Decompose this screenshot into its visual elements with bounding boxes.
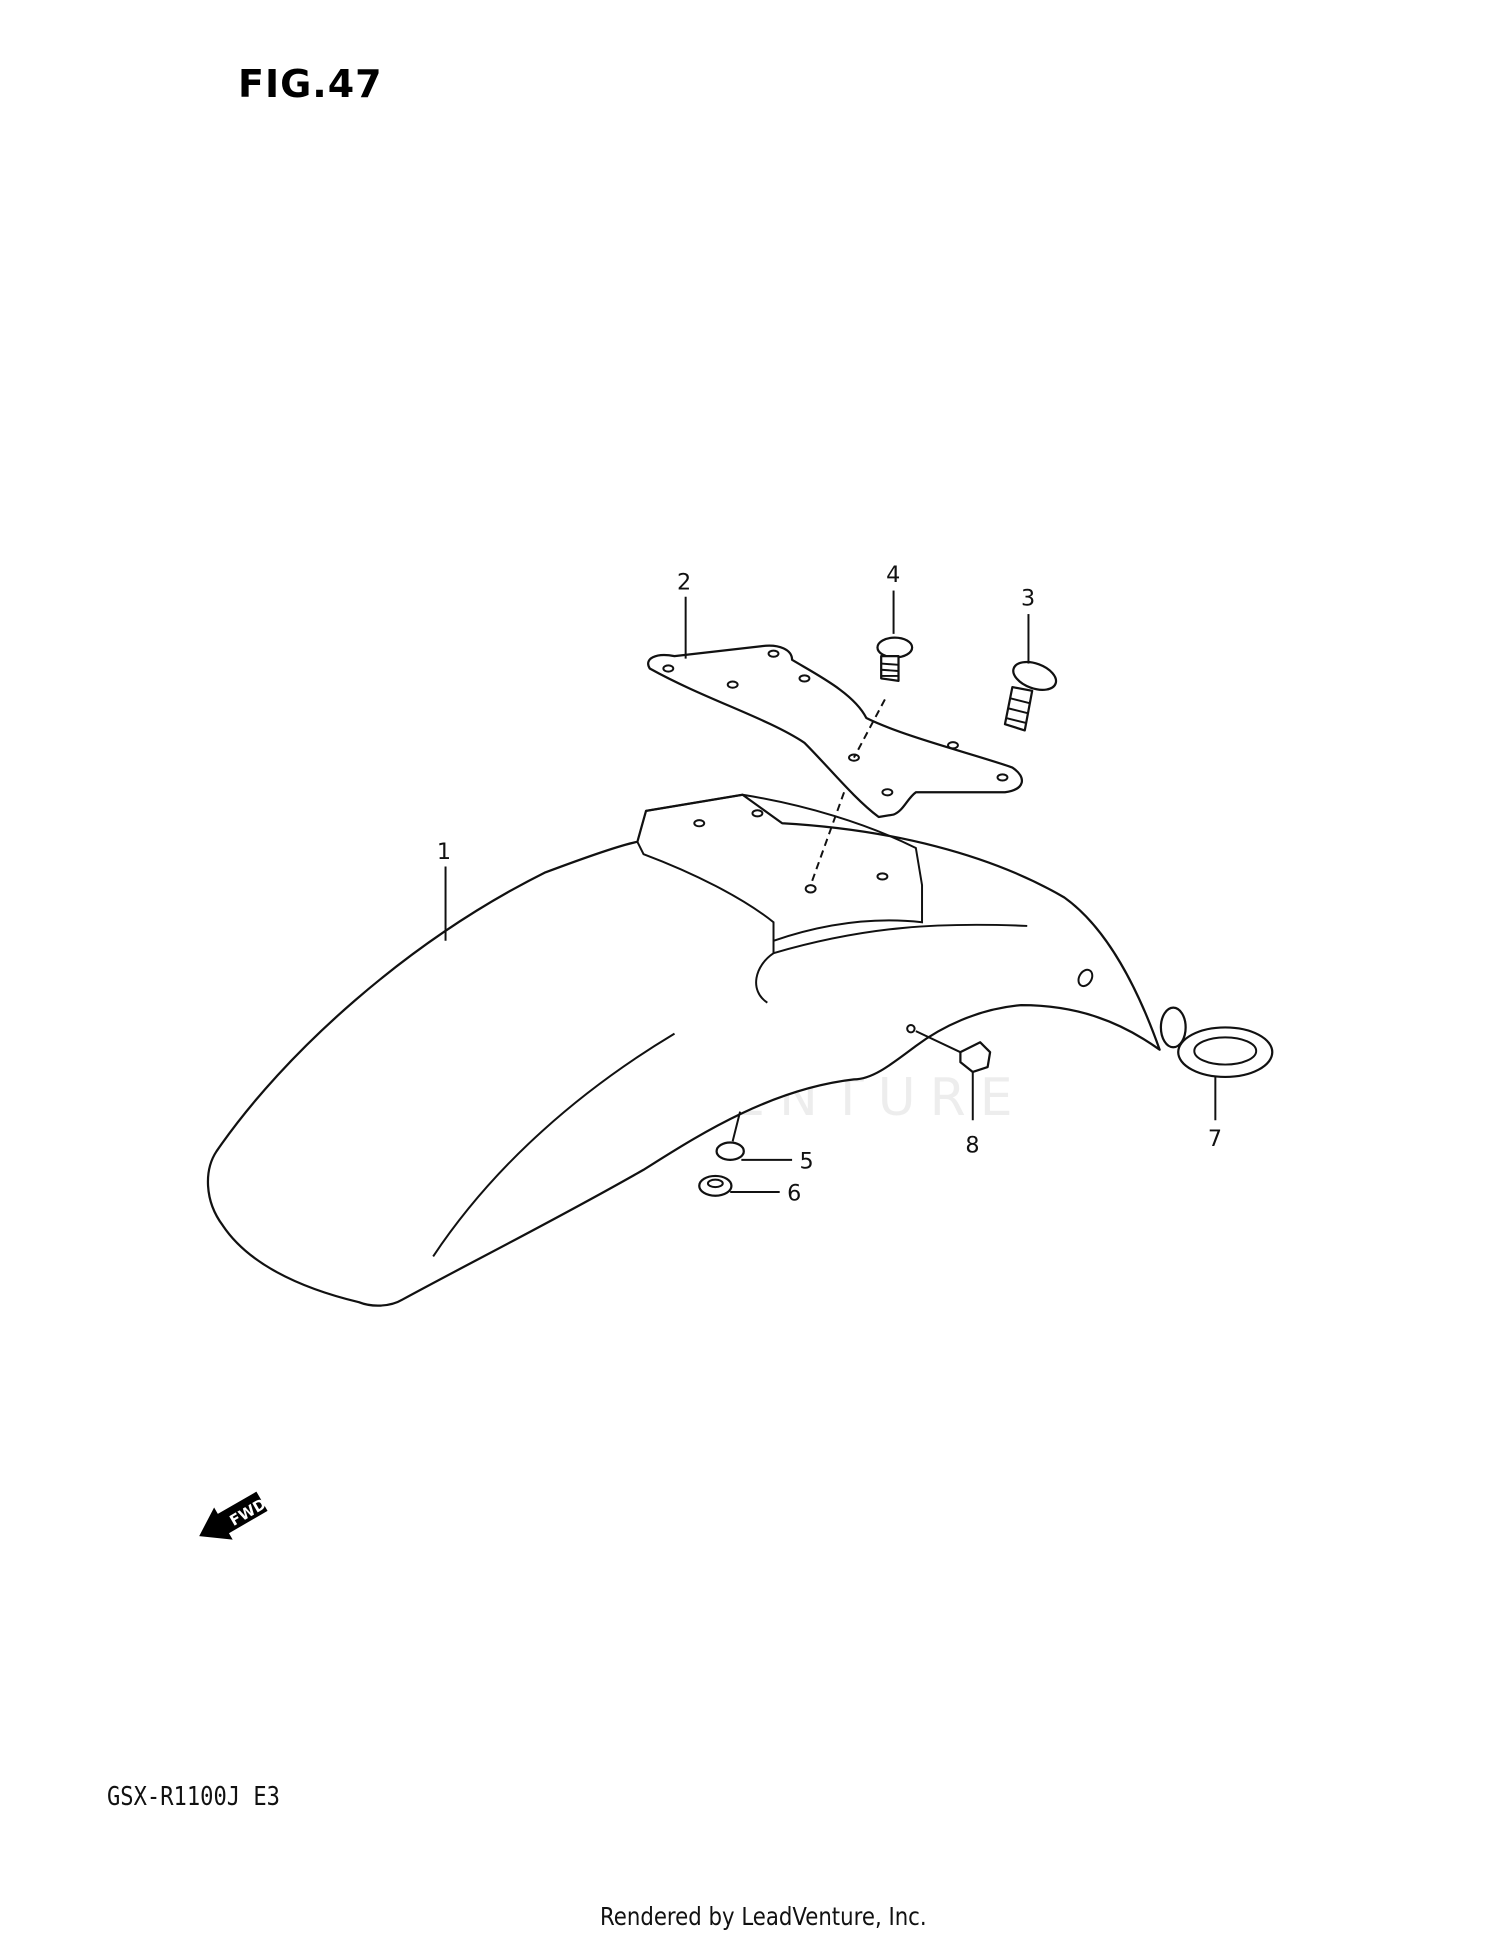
bolt-part-4[interactable] bbox=[876, 636, 914, 683]
bolt-part-3[interactable] bbox=[1003, 657, 1060, 732]
leader-lines bbox=[444, 590, 1217, 1194]
grommet-ring-part-7[interactable] bbox=[1159, 1006, 1274, 1079]
nut-part-6[interactable] bbox=[698, 1174, 733, 1197]
callout-6: 6 bbox=[787, 1181, 801, 1207]
rear-fender-part-1[interactable] bbox=[206, 793, 1161, 1307]
model-code: GSX-R1100J E3 bbox=[107, 1782, 280, 1812]
clip-part-8[interactable] bbox=[906, 1023, 992, 1074]
forward-arrow-icon: FWD bbox=[199, 1491, 269, 1540]
render-credit: Rendered by LeadVenture, Inc. bbox=[600, 1902, 927, 1931]
figure-title: FIG.47 bbox=[238, 62, 383, 106]
callout-4: 4 bbox=[886, 562, 900, 588]
callout-8: 8 bbox=[965, 1132, 979, 1158]
callout-2: 2 bbox=[677, 569, 691, 595]
fender-bracket-part-2[interactable] bbox=[647, 644, 1023, 819]
nut-part-5[interactable] bbox=[715, 1141, 745, 1161]
callout-5: 5 bbox=[800, 1149, 814, 1175]
callout-7: 7 bbox=[1208, 1126, 1222, 1152]
callout-3: 3 bbox=[1021, 585, 1035, 611]
callout-1: 1 bbox=[437, 839, 451, 865]
